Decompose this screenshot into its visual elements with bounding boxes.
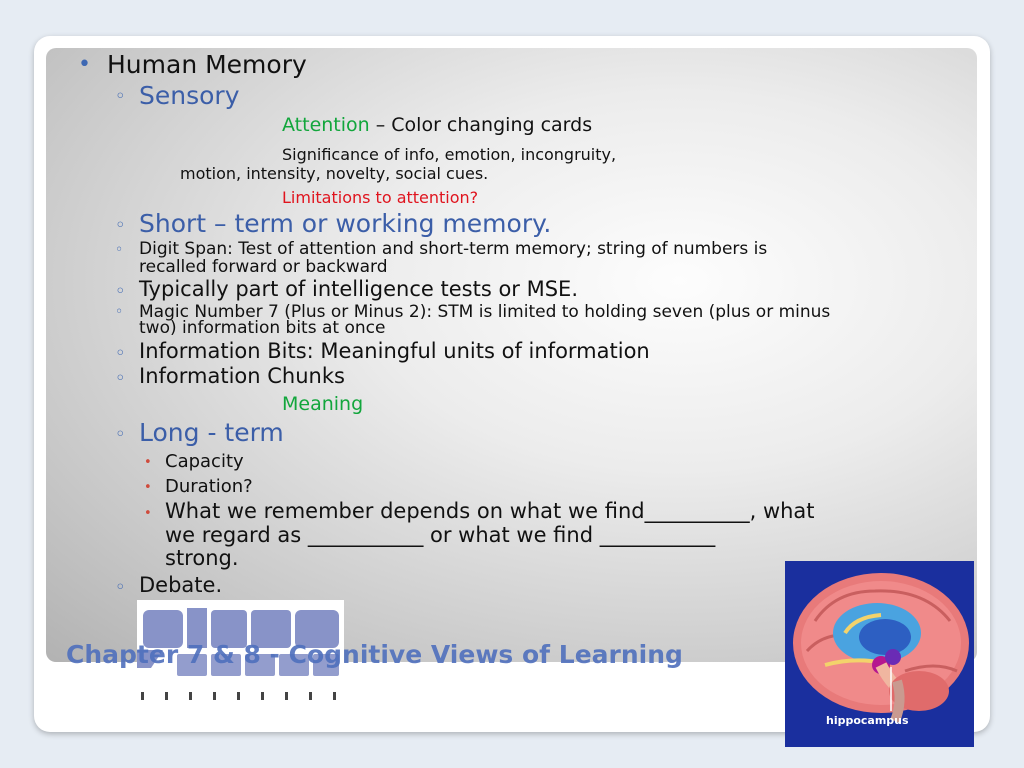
bullet-small-dot: • <box>144 455 152 470</box>
bullet-ring: ◦ <box>115 215 126 236</box>
item-attention: Attention – Color changing cards <box>282 114 592 136</box>
attention-rest: – Color changing cards <box>369 114 593 136</box>
digit-span-line-2: recalled forward or backward <box>139 257 388 277</box>
bullet-small-dot: • <box>144 506 152 521</box>
significance-line-1: Significance of info, emotion, incongrui… <box>282 145 617 164</box>
bullet-small-dot: • <box>144 480 152 495</box>
item-intelligence-tests: Typically part of intelligence tests or … <box>139 277 578 301</box>
hippocampus-label: hippocampus <box>826 714 909 727</box>
remember-line-2: we regard as ___________ or what we find… <box>165 523 716 547</box>
item-duration: Duration? <box>165 476 253 497</box>
attention-word: Attention <box>282 114 370 136</box>
item-debate: Debate. <box>139 573 223 597</box>
item-long-term: Long - term <box>139 418 284 447</box>
logo-graphic <box>137 604 344 700</box>
bullet-ring: ◦ <box>115 242 124 258</box>
bullet-ring: ◦ <box>115 343 126 364</box>
bullet-ring: ◦ <box>115 368 126 389</box>
university-logo <box>137 600 344 704</box>
item-sensory: Sensory <box>139 81 240 110</box>
footer-chapter-title: Chapter 7 & 8 - Cognitive Views of Learn… <box>66 640 683 669</box>
bullet-ring: ◦ <box>115 86 126 107</box>
bullet-ring: ◦ <box>115 424 126 445</box>
bullet-dot: • <box>78 52 91 77</box>
heading-human-memory: Human Memory <box>107 50 307 79</box>
bullet-ring: ◦ <box>115 281 126 302</box>
magic-number-line-1: Magic Number 7 (Plus or Minus 2): STM is… <box>139 302 831 322</box>
bullet-ring: ◦ <box>115 304 124 320</box>
limitations-question: Limitations to attention? <box>282 188 479 207</box>
remember-line-1: What we remember depends on what we find… <box>165 499 815 523</box>
item-meaning: Meaning <box>282 393 364 415</box>
significance-line-2: motion, intensity, novelty, social cues. <box>180 164 489 183</box>
bullet-ring: ◦ <box>115 577 126 598</box>
brain-illustration <box>793 573 969 723</box>
item-information-bits: Information Bits: Meaningful units of in… <box>139 339 650 363</box>
item-capacity: Capacity <box>165 451 244 472</box>
digit-span-line-1: Digit Span: Test of attention and short-… <box>139 239 768 259</box>
magic-number-line-2: two) information bits at once <box>139 318 386 338</box>
brain-hippocampus-image <box>785 561 974 747</box>
item-short-term: Short – term or working memory. <box>139 209 552 238</box>
item-information-chunks: Information Chunks <box>139 364 345 388</box>
slide-content-panel <box>46 48 977 662</box>
remember-line-3: strong. <box>165 546 239 570</box>
